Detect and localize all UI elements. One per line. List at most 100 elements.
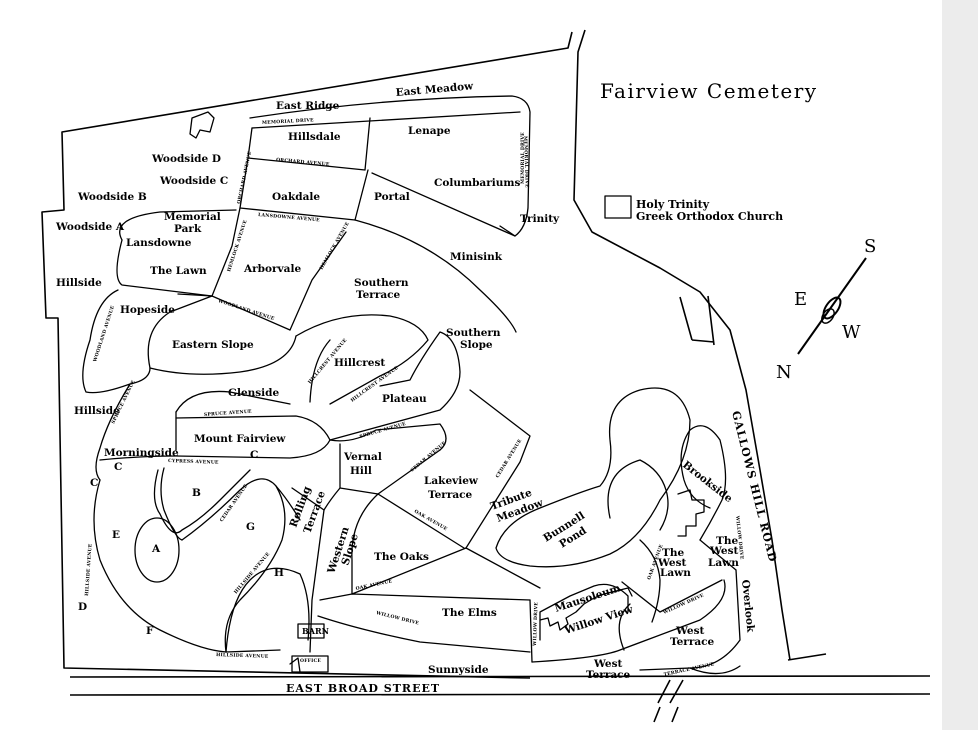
compass-south: S [864, 236, 876, 257]
label-woodside-d: Woodside D [151, 153, 221, 165]
label-east-ridge: East Ridge [276, 100, 340, 112]
compass-rose [797, 257, 867, 355]
label-portal: Portal [374, 191, 410, 203]
avenue-memorial-drive-south: MEMORIAL DRIVE [520, 132, 526, 184]
label-lenape: Lenape [408, 125, 451, 137]
label-southern-terrace-1: Southern [354, 277, 409, 289]
label-g: G [246, 521, 255, 533]
avenue-memorial-drive-east: MEMORIAL DRIVE [522, 136, 530, 188]
avenue-spruce: SPRUCE AVENUE [204, 409, 253, 418]
label-brookside: Brookside [680, 459, 735, 505]
label-hillsdale: Hillsdale [288, 131, 341, 143]
label-southern-terrace-2: Terrace [356, 289, 401, 301]
label-c-mid: C [250, 449, 258, 461]
label-lakeview: Lakeview [424, 475, 479, 487]
legend-line-2: Greek Orthodox Church [636, 210, 783, 223]
avenue-willow-drive: WILLOW DRIVE [375, 610, 420, 627]
avenue-hillside: HILLSIDE AVENUE [216, 652, 269, 660]
avenue-terrace: TERRACE AVENUE [663, 661, 715, 678]
avenue-woodland-west: WOODLAND AVENUE [92, 305, 116, 364]
label-east-meadow: East Meadow [395, 80, 474, 99]
side-panel [942, 0, 978, 730]
label-west-lawn-a2: West [657, 557, 687, 569]
label-e: E [112, 529, 120, 541]
label-west-lawn-a3: Lawn [660, 567, 691, 579]
east-broad-street-label: EAST BROAD STREET [286, 682, 440, 695]
label-oakdale: Oakdale [272, 191, 320, 203]
church-marker [604, 195, 632, 219]
label-west-terrace-b2: Terrace [586, 669, 631, 681]
label-minisink: Minisink [450, 251, 503, 263]
mausoleum-structure [539, 587, 633, 631]
avenue-orchard: ORCHARD AVENUE [276, 157, 330, 168]
avenue-cedar-east: CEDAR AVENUE [409, 440, 447, 473]
compass-east: E [794, 289, 807, 310]
avenue-willow-drive-south: WILLOW DRIVE [532, 602, 540, 647]
avenue-cypress: CYPRESS AVENUE [168, 458, 219, 466]
label-hillside-top: Hillside [56, 277, 102, 289]
buildings [189, 111, 705, 673]
label-west-lawn-a1: The [662, 547, 684, 559]
label-trinity: Trinity [520, 213, 560, 225]
label-lansdowne: Lansdowne [126, 237, 192, 249]
avenue-hillside-west: HILLSIDE AVENUE [84, 543, 94, 596]
label-b: B [192, 487, 201, 499]
boundary-lines [41, 29, 931, 723]
avenue-memorial-drive: MEMORIAL DRIVE [262, 117, 314, 126]
cemetery-map: Fairview Cemetery Holy Trinity Greek Ort… [41, 29, 931, 723]
avenue-woodland: WOODLAND AVENUE [216, 298, 275, 322]
label-eastern-slope: Eastern Slope [172, 339, 254, 351]
label-barn: BARN [302, 626, 329, 636]
label-west-terrace-1: West [675, 625, 705, 637]
label-memorial: Memorial [164, 211, 221, 223]
map-title: Fairview Cemetery [600, 79, 818, 103]
compass-north: N [776, 362, 792, 383]
avenue-cedar-mid: CEDAR AVENUE [495, 438, 524, 479]
label-overlook: Overlook [739, 579, 757, 633]
label-west-lawn-b1: The [716, 535, 738, 547]
label-hill: Hill [350, 465, 372, 477]
label-h: H [274, 567, 284, 579]
label-woodside-b: Woodside B [77, 191, 147, 203]
avenue-cedar: CEDAR AVENUE [219, 483, 250, 523]
label-mount-fairview: Mount Fairview [194, 433, 286, 445]
label-c-left: C [114, 461, 122, 473]
label-west-terrace-2: Terrace [670, 636, 715, 648]
label-park: Park [174, 223, 202, 235]
label-west-terrace-b1: West [593, 658, 623, 670]
label-glenside: Glenside [228, 387, 280, 399]
avenue-oak: OAK AVENUE [355, 578, 393, 592]
legend-line-1: Holy Trinity [636, 198, 710, 211]
label-hopeside: Hopeside [120, 304, 175, 316]
label-the-elms: The Elms [442, 607, 497, 619]
label-office: OFFICE [300, 658, 321, 664]
avenue-oak-north: OAK AVENUE [413, 509, 448, 533]
avenue-willow-drive-ne: WILLOW DRIVE [734, 515, 745, 561]
internal-roads [82, 95, 741, 675]
label-c-far-left: C [90, 477, 98, 489]
label-the-lawn: The Lawn [150, 265, 207, 277]
compass-west: W [842, 322, 861, 343]
label-plateau: Plateau [382, 393, 427, 405]
label-woodside-a: Woodside A [55, 221, 125, 233]
avenue-willow-drive-east: WILLOW DRIVE [661, 592, 705, 616]
avenue-hemlock-2: HEMLOCK AVENUE [319, 221, 351, 271]
label-woodside-c: Woodside C [159, 175, 228, 187]
avenue-lansdowne: LANSDOWNE AVENUE [258, 212, 321, 223]
label-vernal: Vernal [343, 451, 382, 463]
label-hillside-lower: Hillside [74, 405, 120, 417]
label-f: F [146, 625, 154, 637]
label-lakeview-terrace: Terrace [428, 489, 473, 501]
label-columbariums: Columbariums [434, 177, 521, 189]
avenue-hillside-inner: HILLSIDE AVENUE [233, 551, 272, 595]
section-labels: East Ridge East Meadow Hillsdale Lenape … [55, 80, 757, 681]
label-a: A [151, 543, 161, 555]
label-arborvale: Arborvale [243, 263, 301, 275]
label-morningside: Morningside [104, 447, 179, 459]
label-southern-slope-2: Slope [460, 339, 493, 351]
label-d: D [78, 601, 87, 613]
label-west-lawn-b2: West [709, 545, 739, 557]
label-west-lawn-b3: Lawn [708, 557, 739, 569]
label-hillcrest: Hillcrest [334, 357, 385, 369]
label-the-oaks: The Oaks [374, 551, 429, 563]
